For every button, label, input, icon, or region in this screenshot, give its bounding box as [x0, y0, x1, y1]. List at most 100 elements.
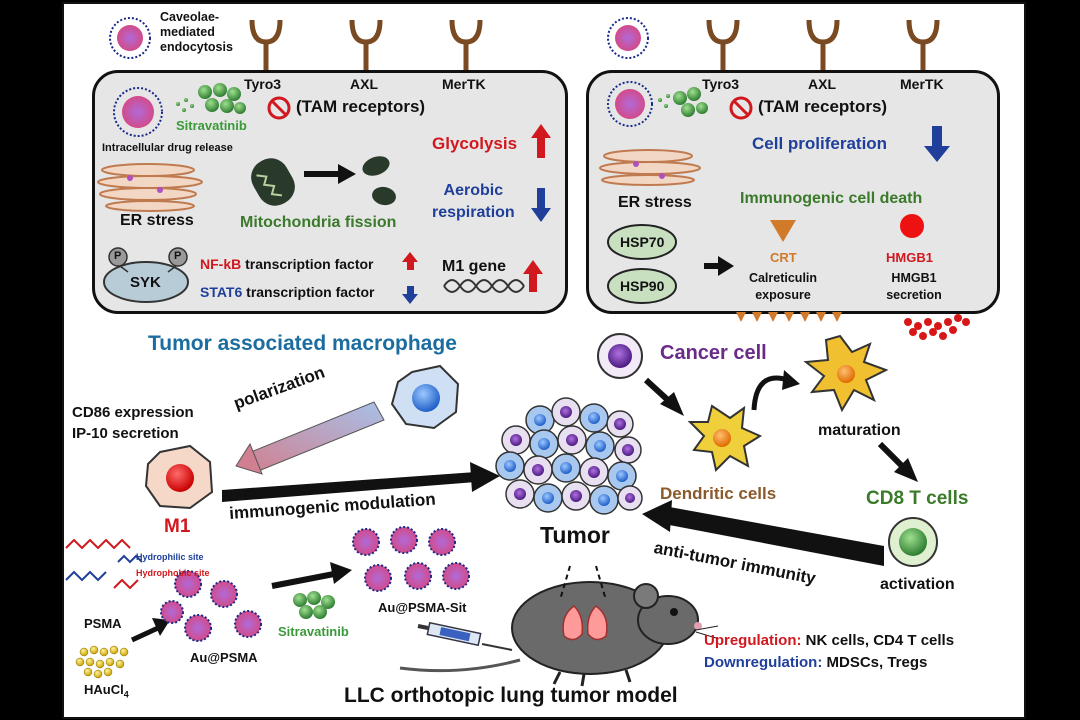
curved-arrow-icon: [751, 370, 800, 411]
activation-label: activation: [880, 576, 955, 593]
calreticulin-label: Calreticulin exposure: [748, 271, 818, 302]
receptor-label-mertk-right: MerTK: [900, 76, 944, 92]
cell-proliferation-label: Cell proliferation: [752, 134, 888, 153]
arrow-to-dendritic-icon: [643, 377, 684, 416]
arrow-to-au-psma-sit-icon: [271, 562, 352, 589]
glycolysis-label: Glycolysis: [432, 134, 518, 153]
tam-caption: Tumor associated macrophage: [148, 332, 457, 355]
m1-gene-label: M1 gene: [442, 258, 507, 275]
arrow-up-icon: [523, 260, 543, 292]
tumor-icon: [495, 397, 643, 515]
hsp90-label: HSP90: [620, 278, 665, 294]
model-caption: LLC orthotopic lung tumor model: [344, 684, 678, 707]
cancer-cell-label: Cancer cell: [660, 342, 767, 364]
receptor-label-axl-left: AXL: [350, 76, 378, 92]
tumor-label: Tumor: [540, 522, 610, 548]
psma-polymer-icon: [65, 538, 143, 590]
drug-release-label: Intracellular drug release: [102, 142, 233, 154]
er-stress-label: ER stress: [120, 212, 194, 229]
hsp70-icon: [607, 224, 677, 260]
prohibition-icon: [267, 96, 291, 120]
er-stress-label-right: ER stress: [618, 194, 692, 211]
haucl4-label: HAuCl4: [84, 682, 129, 700]
arrow-right-icon: [704, 256, 734, 276]
nanoparticle-icon: [607, 17, 649, 59]
arrow-down-icon: [924, 126, 950, 162]
receptor-label-axl-right: AXL: [808, 76, 836, 92]
m1-macrophage-icon: [144, 444, 214, 510]
syk-label: SYK: [130, 274, 161, 291]
receptor-icon-axl-right: [806, 19, 840, 70]
sitravatinib-label-bottom: Sitravatinib: [278, 624, 349, 639]
au-psma-label: Au@PSMA: [190, 650, 258, 665]
dna-icon: [443, 279, 525, 293]
nfkb-name: NF-kB: [200, 256, 242, 272]
arrow-down-icon: [531, 188, 551, 222]
dendritic-cell-icon: [687, 404, 763, 472]
m1-label: M1: [164, 516, 191, 537]
nfkb-label: NF-kB transcription factor: [200, 256, 373, 272]
arrow-up-icon: [531, 124, 551, 158]
sitravatinib-icon: [176, 83, 246, 114]
tam-receptors-label-right: (TAM receptors): [758, 97, 888, 116]
arrow-up-icon: [402, 252, 418, 270]
cd8-t-cells-label: CD8 T cells: [866, 488, 969, 509]
anti-tumor-arrow-icon: [642, 500, 884, 566]
receptor-label-mertk-left: MerTK: [442, 76, 486, 92]
dendritic-cells-label: Dendritic cells: [660, 484, 777, 503]
crt-icon: [770, 220, 796, 242]
aerobic-respiration-label: Aerobic respiration: [432, 182, 515, 221]
hydrophobic-label: Hydrophobic site: [136, 568, 210, 578]
downregulation-text: MDSCs, Tregs: [822, 654, 928, 671]
stat6-label: STAT6 transcription factor: [200, 284, 375, 300]
downregulation-key: Downregulation:: [704, 654, 823, 671]
au-psma-sit-icon: [352, 526, 470, 592]
tam-receptors-label: (TAM receptors): [296, 97, 426, 116]
stat6-rest: transcription factor: [242, 284, 375, 300]
upregulation-label: Upregulation: NK cells, CD4 T cells: [704, 632, 954, 649]
nanoparticle-icon: [607, 81, 653, 127]
hsp90-icon: [607, 268, 677, 304]
nfkb-rest: transcription factor: [241, 256, 374, 272]
nanoparticle-icon: [109, 17, 151, 59]
syringe-icon: [417, 621, 513, 651]
hsp70-label: HSP70: [620, 234, 665, 250]
psma-label: PSMA: [84, 616, 122, 631]
receptor-icon-mertk-left: [449, 19, 483, 70]
arrow-right-icon: [304, 164, 356, 184]
mitochondria-fission-icon: [362, 156, 396, 206]
sitravatinib-icon: [293, 591, 335, 619]
au-psma-icon: [160, 570, 262, 642]
upregulation-key: Upregulation:: [704, 632, 802, 649]
cd86-label: CD86 expression IP-10 secretion: [72, 404, 194, 442]
macrophage-icon: [390, 364, 460, 430]
arrow-to-au-psma-icon: [130, 618, 170, 643]
syk-icon: [103, 247, 189, 303]
polarization-arrow-icon: [235, 401, 385, 475]
er-stress-icon: [599, 149, 701, 186]
cd8-t-cell-icon: [888, 517, 938, 567]
hmgb1-icon: [900, 214, 924, 238]
mature-dendritic-cell-icon: [803, 334, 889, 413]
hmgb1-secretion-label: HMGB1 secretion: [886, 271, 942, 302]
arrow-to-cd8-icon: [877, 441, 918, 482]
prohibition-icon: [729, 96, 753, 120]
mouse-icon: [399, 565, 719, 687]
maturation-label: maturation: [818, 422, 901, 439]
phospho-label: P: [114, 250, 122, 262]
receptor-label-tyro3-right: Tyro3: [702, 76, 740, 92]
immunogenic-modulation-arrow-icon: [222, 462, 500, 502]
haucl4-icon: [75, 645, 129, 679]
calreticulin-exposure-icon: [736, 312, 842, 322]
caveolae-label: Caveolae- mediated endocytosis: [160, 10, 233, 54]
downregulation-label: Downregulation: MDSCs, Tregs: [704, 654, 927, 671]
receptor-icon-mertk-right: [906, 19, 940, 70]
icd-label: Immunogenic cell death: [740, 190, 923, 207]
hydrophilic-label: Hydrophilic site: [136, 552, 204, 562]
nanoparticle-icon: [113, 87, 163, 137]
sitravatinib-label: Sitravatinib: [176, 118, 247, 133]
stat6-name: STAT6: [200, 284, 243, 300]
er-stress-icon: [97, 163, 203, 212]
